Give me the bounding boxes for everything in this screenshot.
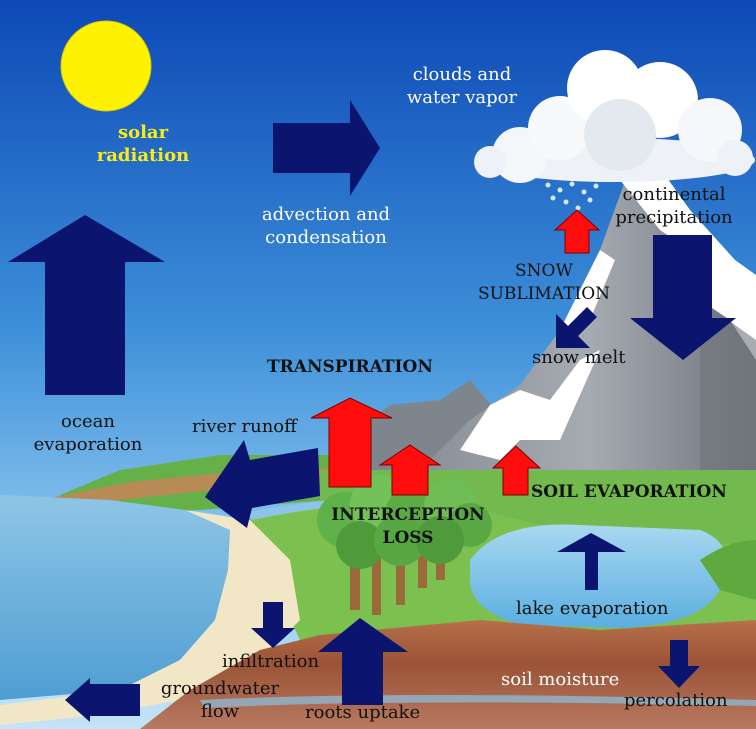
infiltration-arrow bbox=[251, 602, 295, 648]
continental-precipitation-arrow bbox=[630, 235, 736, 360]
river-runoff-label: river runoff bbox=[192, 416, 297, 437]
lake-evaporation-arrow bbox=[557, 533, 626, 590]
cloud-icon bbox=[474, 50, 755, 183]
river-runoff-arrow bbox=[205, 440, 320, 528]
ocean-evaporation-arrow bbox=[8, 215, 165, 395]
sun-icon bbox=[60, 20, 152, 112]
transpiration-label: TRANSPIRATION bbox=[267, 357, 433, 377]
lake-shore bbox=[700, 540, 756, 600]
advection-label: advection and condensation bbox=[261, 204, 391, 248]
clouds-vapor-label: clouds and water vapor bbox=[406, 64, 518, 108]
river bbox=[245, 500, 330, 520]
lake-evaporation-label: lake evaporation bbox=[516, 598, 669, 619]
interception-loss-label: INTERCEPTION LOSS bbox=[331, 505, 485, 548]
snow-melt-arrow bbox=[556, 307, 597, 348]
interception-arrow bbox=[378, 444, 442, 496]
roots-uptake-arrow bbox=[318, 618, 408, 705]
advection-arrow bbox=[273, 100, 380, 196]
snow-melt-label: snow melt bbox=[532, 347, 626, 368]
mountain-icon bbox=[420, 140, 756, 470]
soil-evaporation-arrow bbox=[491, 445, 542, 496]
percolation-label: percolation bbox=[624, 690, 728, 711]
snow-sublimation-label: SNOW SUBLIMATION bbox=[477, 261, 611, 304]
percolation-arrow bbox=[658, 640, 700, 688]
ocean-evaporation-label: ocean evaporation bbox=[33, 411, 143, 455]
snow-sublimation-arrow bbox=[553, 209, 601, 254]
groundwater-flow-arrow bbox=[65, 678, 140, 722]
roots-uptake-label: roots uptake bbox=[305, 702, 421, 723]
continental-precipitation-label: continental precipitation bbox=[615, 184, 733, 228]
soil-evaporation-label: SOIL EVAPORATION bbox=[531, 482, 727, 502]
transpiration-arrow bbox=[310, 397, 393, 488]
ocean-icon bbox=[0, 495, 230, 700]
tree-icon bbox=[317, 475, 492, 615]
infiltration-label: infiltration bbox=[222, 651, 320, 672]
groundwater-band bbox=[200, 695, 756, 708]
soil-moisture-label: soil moisture bbox=[501, 669, 620, 690]
solar-radiation-label: solar radiation bbox=[96, 122, 190, 166]
groundwater-flow-label: groundwater flow bbox=[160, 678, 280, 722]
rain-drops bbox=[545, 181, 599, 211]
lake-icon bbox=[470, 524, 727, 628]
